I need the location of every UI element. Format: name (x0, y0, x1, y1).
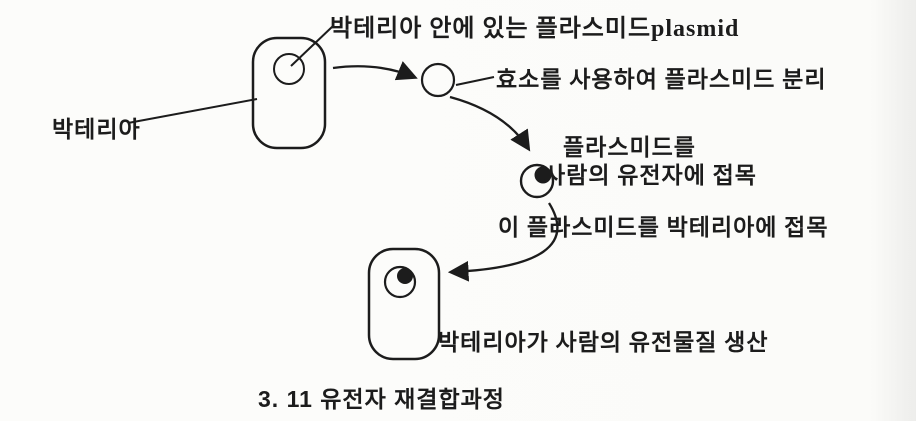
pointer-line-bacteria-label (127, 98, 258, 124)
label-graft-line1: 플라스미드를 (563, 135, 696, 160)
label-graft-line2: 사람의 유전자에 접목 (544, 163, 757, 188)
arrow-insert-into-bacteria (447, 202, 559, 282)
figure-caption: 3. 11 유전자 재결합과정 (258, 386, 505, 412)
label-plasmid-in-bacteria: 박테리아 안에 있는 플라스미드plasmid (330, 16, 740, 42)
label-bacteria: 박테리아 (52, 117, 141, 142)
plasmid-inside-bacterium-2 (383, 265, 417, 299)
plasmid-inside-bacterium-1 (273, 53, 305, 85)
label-enzyme-isolation: 효소를 사용하여 플라스미드 분리 (496, 67, 827, 92)
bacterium-1-shape (251, 36, 327, 150)
label-production: 박테리아가 사람의 유전물질 생산 (438, 330, 769, 355)
isolated-plasmid-circle (420, 62, 456, 98)
label-insert-into-bacteria: 이 플라스미드를 박테리아에 접목 (498, 215, 829, 240)
bacterium-2-shape (367, 247, 441, 361)
human-gene-dot-bacterium-2 (397, 268, 413, 284)
arrow-graft-human-gene (449, 95, 531, 152)
pointer-line-plasmid-label (290, 25, 334, 67)
arrow-isolate-plasmid (332, 61, 418, 81)
pointer-line-enzyme-label (455, 76, 495, 86)
recombinant-plasmid-circle (519, 163, 555, 199)
human-gene-insert-dot (534, 166, 552, 184)
